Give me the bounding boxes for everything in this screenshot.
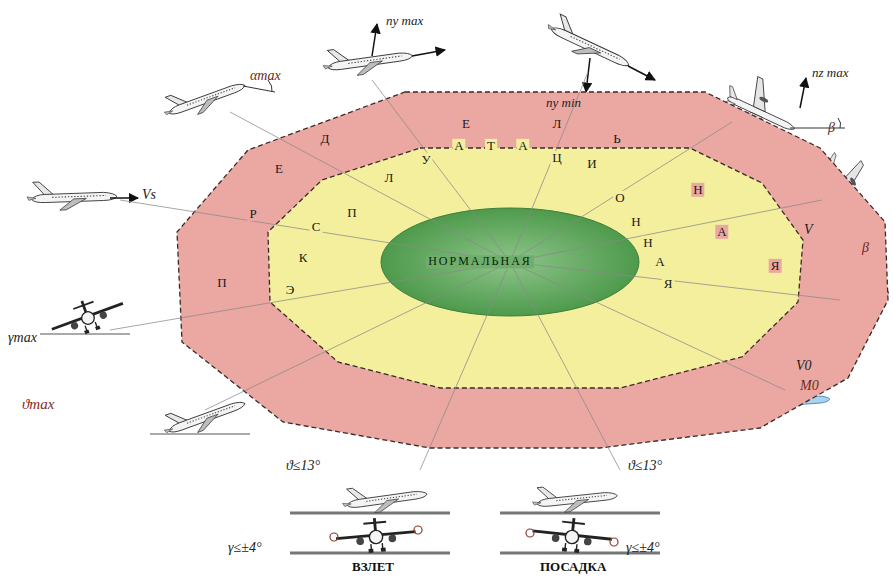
zone-letter: А bbox=[452, 139, 465, 153]
zone-letter: Р bbox=[247, 207, 258, 221]
zone-letter: Я bbox=[662, 277, 675, 291]
parameter-label: ϑmax bbox=[22, 396, 54, 413]
zone-letter: Н bbox=[691, 183, 704, 197]
zone-letter: Е bbox=[273, 162, 285, 176]
limit-zone: ПРЕДЕЛЬНАЯЭКСПЛУАТАЦИОННАЯНОРМАЛЬНАЯ bbox=[170, 85, 893, 455]
zone-letter: О bbox=[613, 191, 626, 205]
zone-letter: А bbox=[715, 225, 728, 239]
parameter-label: ny max bbox=[386, 14, 423, 28]
parameter-label: nz max bbox=[812, 66, 848, 80]
parameter-label: γmax bbox=[8, 330, 37, 345]
spoke-line bbox=[205, 262, 510, 410]
zone-letter: Ц bbox=[550, 151, 563, 165]
zone-letter: Н bbox=[629, 215, 642, 229]
zone-letter: Я bbox=[769, 259, 782, 273]
parameter-label: β bbox=[862, 240, 869, 255]
spoke-line bbox=[230, 112, 510, 262]
phase-label: ВЗЛЕТ bbox=[352, 560, 394, 574]
zone-letter: Л bbox=[551, 117, 564, 131]
spoke-line bbox=[510, 122, 732, 262]
zone-letter: С bbox=[310, 220, 323, 234]
spoke-line bbox=[420, 262, 510, 470]
parameter-label: β bbox=[828, 120, 835, 135]
spoke-line bbox=[120, 200, 510, 262]
zone-letter: Д bbox=[319, 132, 332, 146]
zone-letter: Л bbox=[383, 171, 396, 185]
spoke-line bbox=[510, 262, 785, 390]
zone-letter: П bbox=[215, 276, 228, 290]
parameter-label: ϑ≤13° bbox=[286, 458, 320, 473]
zone-letter: И bbox=[585, 157, 598, 171]
zone-title: НОРМАЛЬНАЯ bbox=[426, 255, 534, 268]
phase-label: ПОСАДКА bbox=[540, 560, 606, 574]
zone-letter: П bbox=[345, 206, 358, 220]
zone-letter: А bbox=[653, 255, 666, 269]
parameter-label: ϑ≤13° bbox=[628, 458, 662, 473]
parameter-label: αmax bbox=[250, 68, 281, 83]
operational-zone: ЭКСПЛУАТАЦИОННАЯНОРМАЛЬНАЯ bbox=[262, 142, 810, 394]
spoke-line bbox=[372, 80, 510, 262]
parameter-label: γ≤±4° bbox=[626, 540, 659, 555]
parameter-label: Vs bbox=[142, 187, 156, 202]
zone-letter: А bbox=[516, 139, 529, 153]
zone-letter: Ь bbox=[611, 132, 622, 146]
parameter-label: V bbox=[804, 222, 813, 237]
zone-letter: Е bbox=[460, 117, 472, 131]
zone-letter: У bbox=[419, 153, 432, 167]
zone-letter: Э bbox=[284, 283, 297, 297]
spoke-line bbox=[510, 72, 588, 262]
parameter-label: M0 bbox=[800, 378, 819, 393]
parameter-label: V0 bbox=[796, 358, 812, 373]
spoke-line bbox=[510, 262, 840, 300]
spoke-line bbox=[110, 262, 510, 330]
normal-zone: НОРМАЛЬНАЯ bbox=[380, 207, 640, 317]
zone-letter: Т bbox=[485, 139, 497, 153]
zone-letter: К bbox=[297, 251, 310, 265]
parameter-label: γ≤±4° bbox=[228, 540, 261, 555]
zone-letter: Н bbox=[641, 236, 654, 250]
spoke-line bbox=[510, 200, 822, 262]
spoke-line bbox=[510, 262, 620, 470]
parameter-label: ny min bbox=[546, 96, 581, 110]
